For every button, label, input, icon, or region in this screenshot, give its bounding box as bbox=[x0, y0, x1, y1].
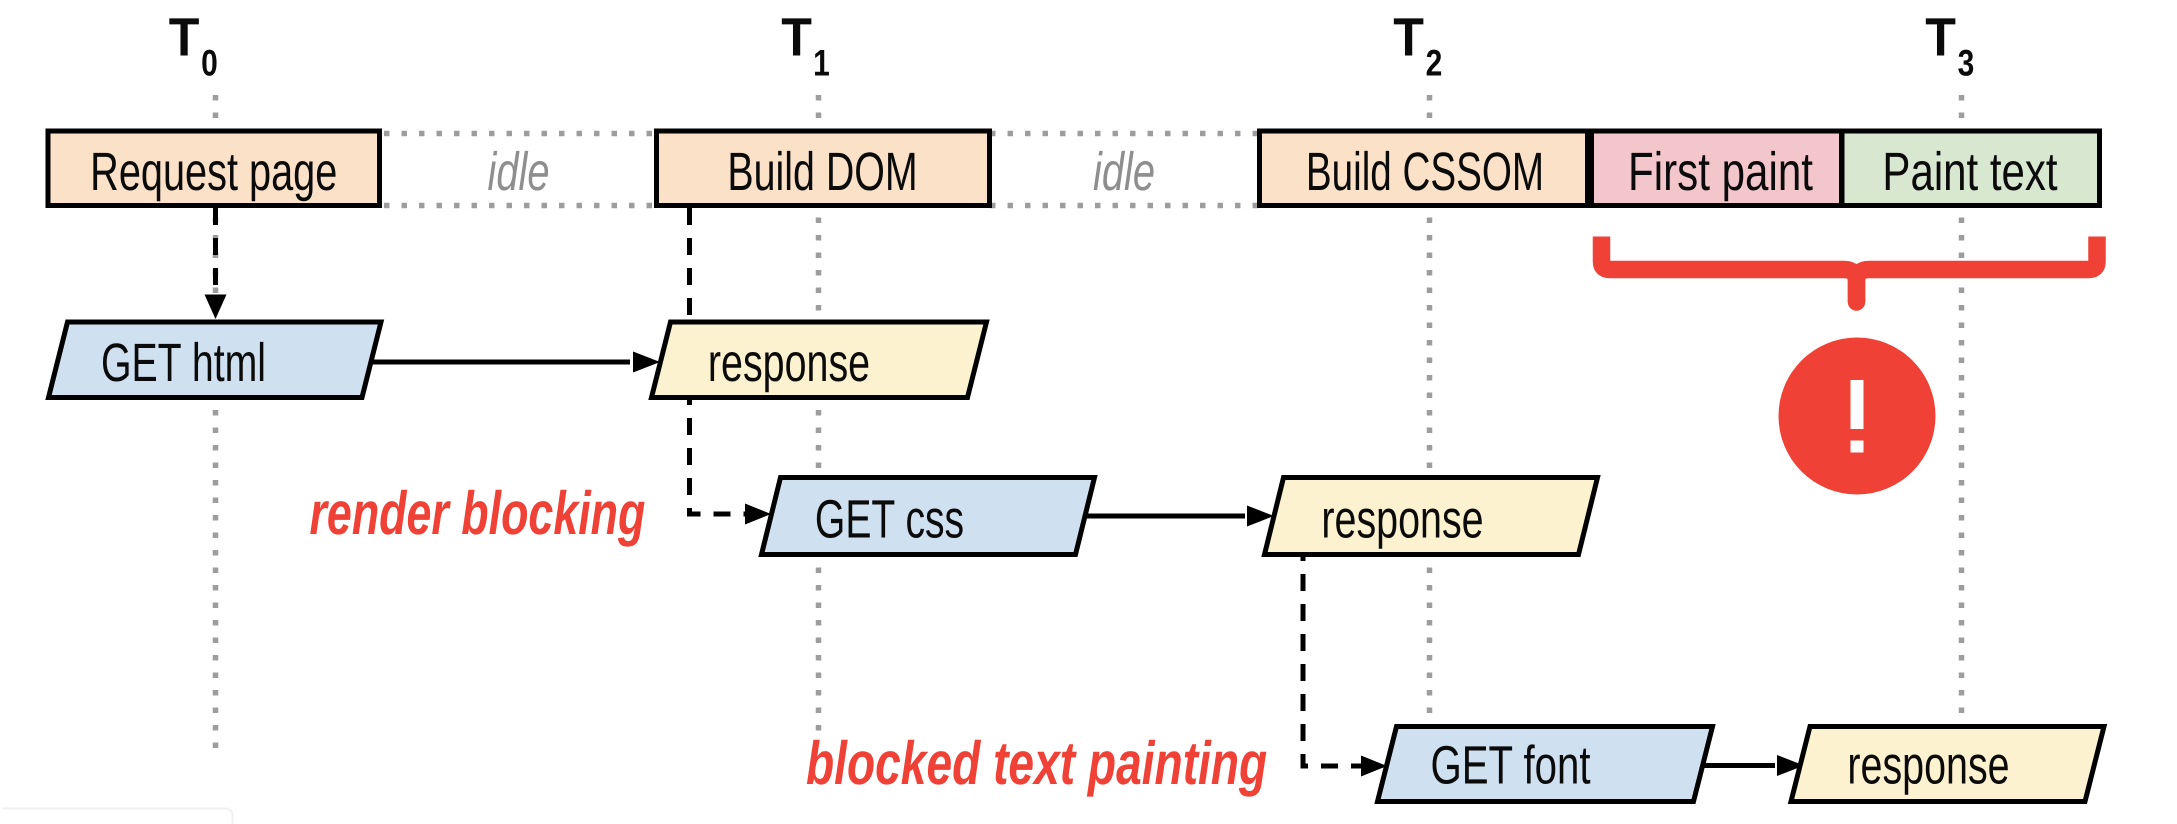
svg-text:1: 1 bbox=[813, 43, 830, 84]
svg-text:T: T bbox=[1393, 8, 1424, 68]
svg-text:idle: idle bbox=[487, 142, 549, 202]
svg-text:response: response bbox=[708, 333, 870, 393]
svg-text:0: 0 bbox=[201, 43, 218, 84]
svg-text:GET html: GET html bbox=[101, 333, 266, 393]
svg-text:3: 3 bbox=[1958, 43, 1975, 84]
svg-text:blocked text painting: blocked text painting bbox=[806, 729, 1267, 797]
svg-text:response: response bbox=[1321, 490, 1483, 550]
svg-text:response: response bbox=[1847, 736, 2009, 796]
svg-text:idle: idle bbox=[1093, 142, 1155, 202]
svg-text:T: T bbox=[781, 8, 812, 68]
svg-text:2: 2 bbox=[1426, 43, 1443, 84]
svg-text:Request page: Request page bbox=[90, 142, 337, 202]
svg-text:T: T bbox=[1925, 8, 1956, 68]
svg-text:First paint: First paint bbox=[1628, 142, 1813, 202]
svg-text:Build CSSOM: Build CSSOM bbox=[1306, 142, 1544, 202]
svg-text:T: T bbox=[169, 8, 200, 68]
svg-text:GET css: GET css bbox=[815, 490, 964, 550]
svg-text:Build DOM: Build DOM bbox=[727, 142, 917, 202]
svg-text:GET font: GET font bbox=[1430, 736, 1590, 796]
svg-text:render blocking: render blocking bbox=[310, 479, 646, 547]
svg-text:Paint text: Paint text bbox=[1882, 142, 2057, 202]
